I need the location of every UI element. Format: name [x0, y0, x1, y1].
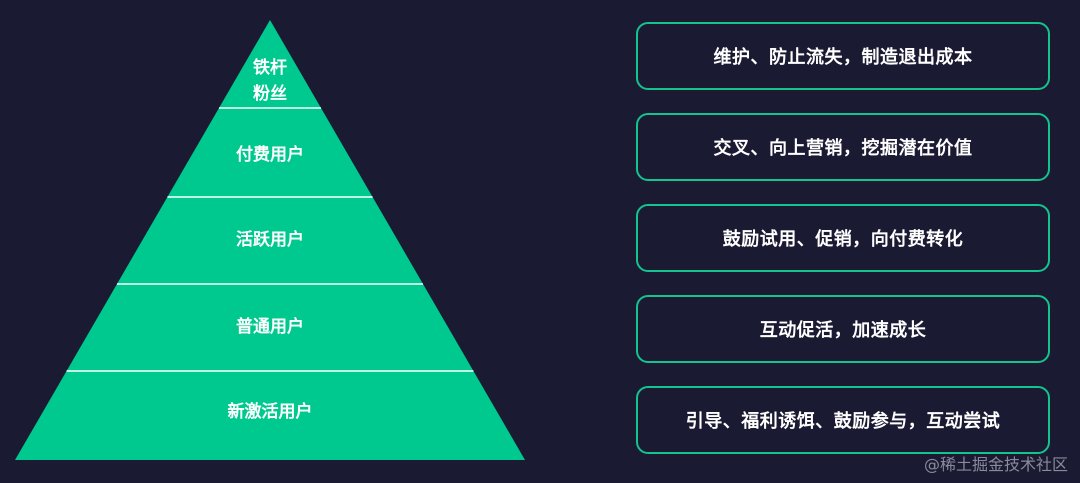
tier-loyal-fans-label: 粉丝	[253, 83, 287, 104]
strategy-box-loyal: 维护、防止流失，制造退出成本	[636, 22, 1050, 90]
tier-paid-users-label: 付费用户	[236, 144, 304, 165]
watermark: @稀土掘金技术社区	[923, 455, 1068, 474]
tier-regular-users-label: 普通用户	[236, 316, 304, 337]
strategy-box-new: 引导、福利诱饵、鼓励参与，互动尝试	[636, 386, 1050, 454]
strategy-label: 维护、防止流失，制造退出成本	[713, 47, 973, 68]
pyramid-shape	[15, 20, 525, 460]
tier-dividers	[66, 107, 474, 372]
tier-loyal-fans-label: 铁杆	[253, 57, 287, 78]
strategy-label: 引导、福利诱饵、鼓励参与，互动尝试	[685, 411, 1001, 432]
strategy-label: 鼓励试用、促销，向付费转化	[722, 229, 964, 250]
tier-new-users-label: 新激活用户	[228, 401, 313, 422]
strategy-box-active: 鼓励试用、促销，向付费转化	[636, 204, 1050, 272]
strategy-box-paid: 交叉、向上营销，挖掘潜在价值	[636, 113, 1050, 181]
strategy-label: 互动促活，加速成长	[759, 320, 927, 341]
tier-active-users-label: 活跃用户	[236, 229, 304, 250]
strategy-box-regular: 互动促活，加速成长	[636, 295, 1050, 363]
strategy-label: 交叉、向上营销，挖掘潜在价值	[713, 138, 973, 159]
